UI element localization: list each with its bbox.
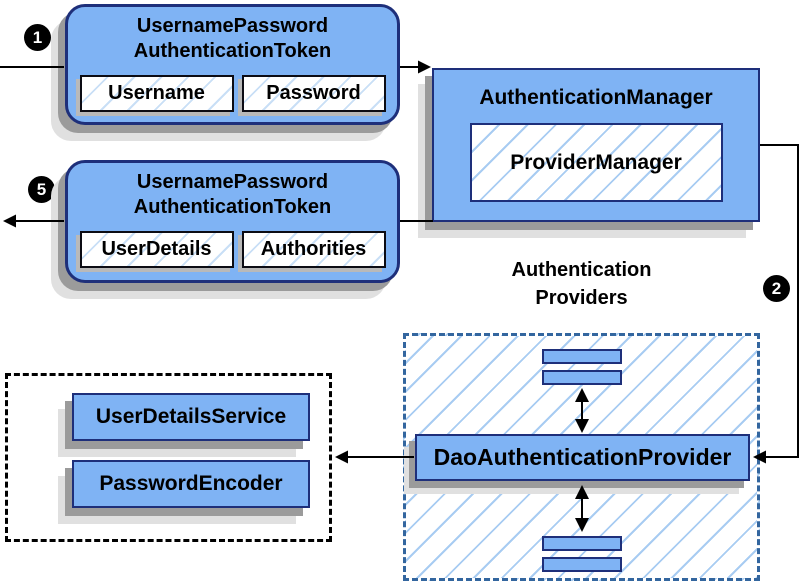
authentication-manager-box: AuthenticationManager ProviderManager [432,68,760,222]
step-1-badge: 1 [24,24,51,51]
arrowhead-into-manager [418,60,431,74]
provider-stack-bar-top-1 [542,349,622,364]
authorities-label: Authorities [260,238,367,260]
password-field-box: Password [241,75,386,112]
provider-stack-bar-bottom-1 [542,536,622,551]
password-encoder-label: PasswordEncoder [99,472,283,495]
user-details-service-box: UserDetailsService [72,393,310,441]
authentication-providers-label: Authentication Providers [511,259,652,309]
userdetails-label: UserDetails [101,238,212,260]
request-token-fields: Username Password [79,75,386,112]
password-label: Password [266,82,361,104]
username-field-box: Username [79,75,234,112]
step-5-badge: 5 [28,176,55,203]
dao-authentication-provider-label: DaoAuthenticationProvider [433,444,732,470]
step-2-badge: 2 [763,275,790,302]
password-encoder-box: PasswordEncoder [72,460,310,508]
response-token-title: UsernamePassword AuthenticationToken [133,171,332,218]
request-token-title: UsernamePassword AuthenticationToken [133,15,332,62]
authorities-field-box: Authorities [241,231,386,268]
provider-manager-label: ProviderManager [510,150,682,174]
dao-authentication-provider-box: DaoAuthenticationProvider [415,434,750,481]
response-token-fields: UserDetails Authorities [79,231,386,268]
arrowhead-into-collaborators [335,450,348,464]
request-token-box: UsernamePassword AuthenticationToken Use… [65,4,400,125]
response-token-box: UsernamePassword AuthenticationToken Use… [65,160,400,283]
userdetails-field-box: UserDetails [79,231,234,268]
arrowhead-response-out [3,214,16,228]
authentication-manager-title: AuthenticationManager [479,86,713,109]
username-label: Username [108,82,205,104]
provider-stack-bar-top-2 [542,370,622,385]
user-details-service-label: UserDetailsService [95,405,287,428]
provider-stack-bar-bottom-2 [542,557,622,572]
provider-manager-box: ProviderManager [469,123,723,202]
